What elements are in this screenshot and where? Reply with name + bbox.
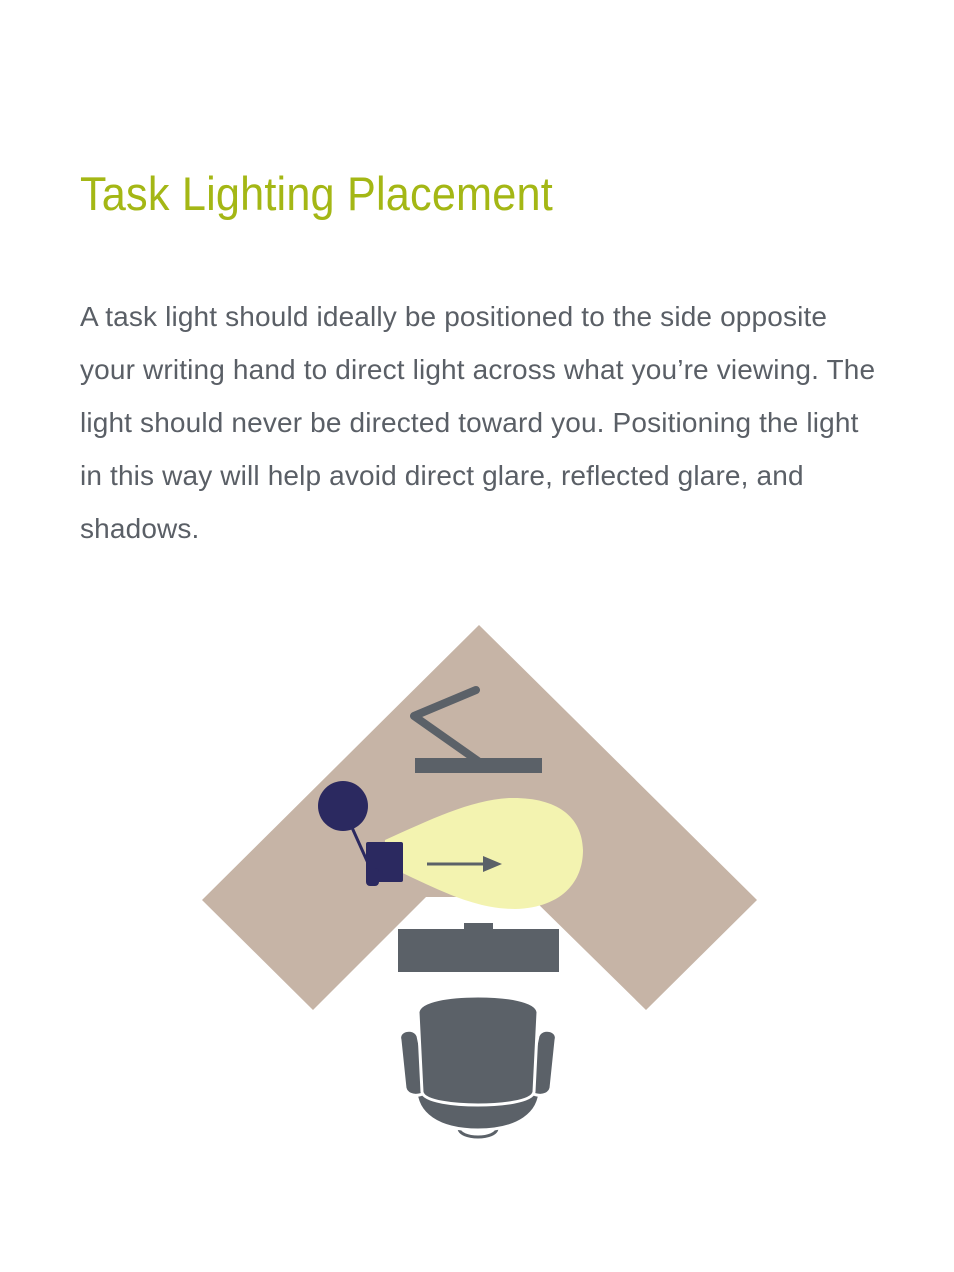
- task-lighting-diagram: [202, 625, 757, 1139]
- laptop-base: [415, 758, 542, 773]
- task-lamp-icon: [318, 781, 403, 886]
- light-beam-icon: [385, 797, 583, 909]
- monitor-icon: [398, 923, 559, 972]
- body-paragraph: A task light should ideally be positione…: [80, 301, 876, 544]
- direction-arrow-icon: [427, 856, 502, 872]
- page-title: Task Lighting Placement: [80, 167, 553, 220]
- laptop-icon: [410, 686, 482, 765]
- office-chair-icon: [398, 994, 558, 1139]
